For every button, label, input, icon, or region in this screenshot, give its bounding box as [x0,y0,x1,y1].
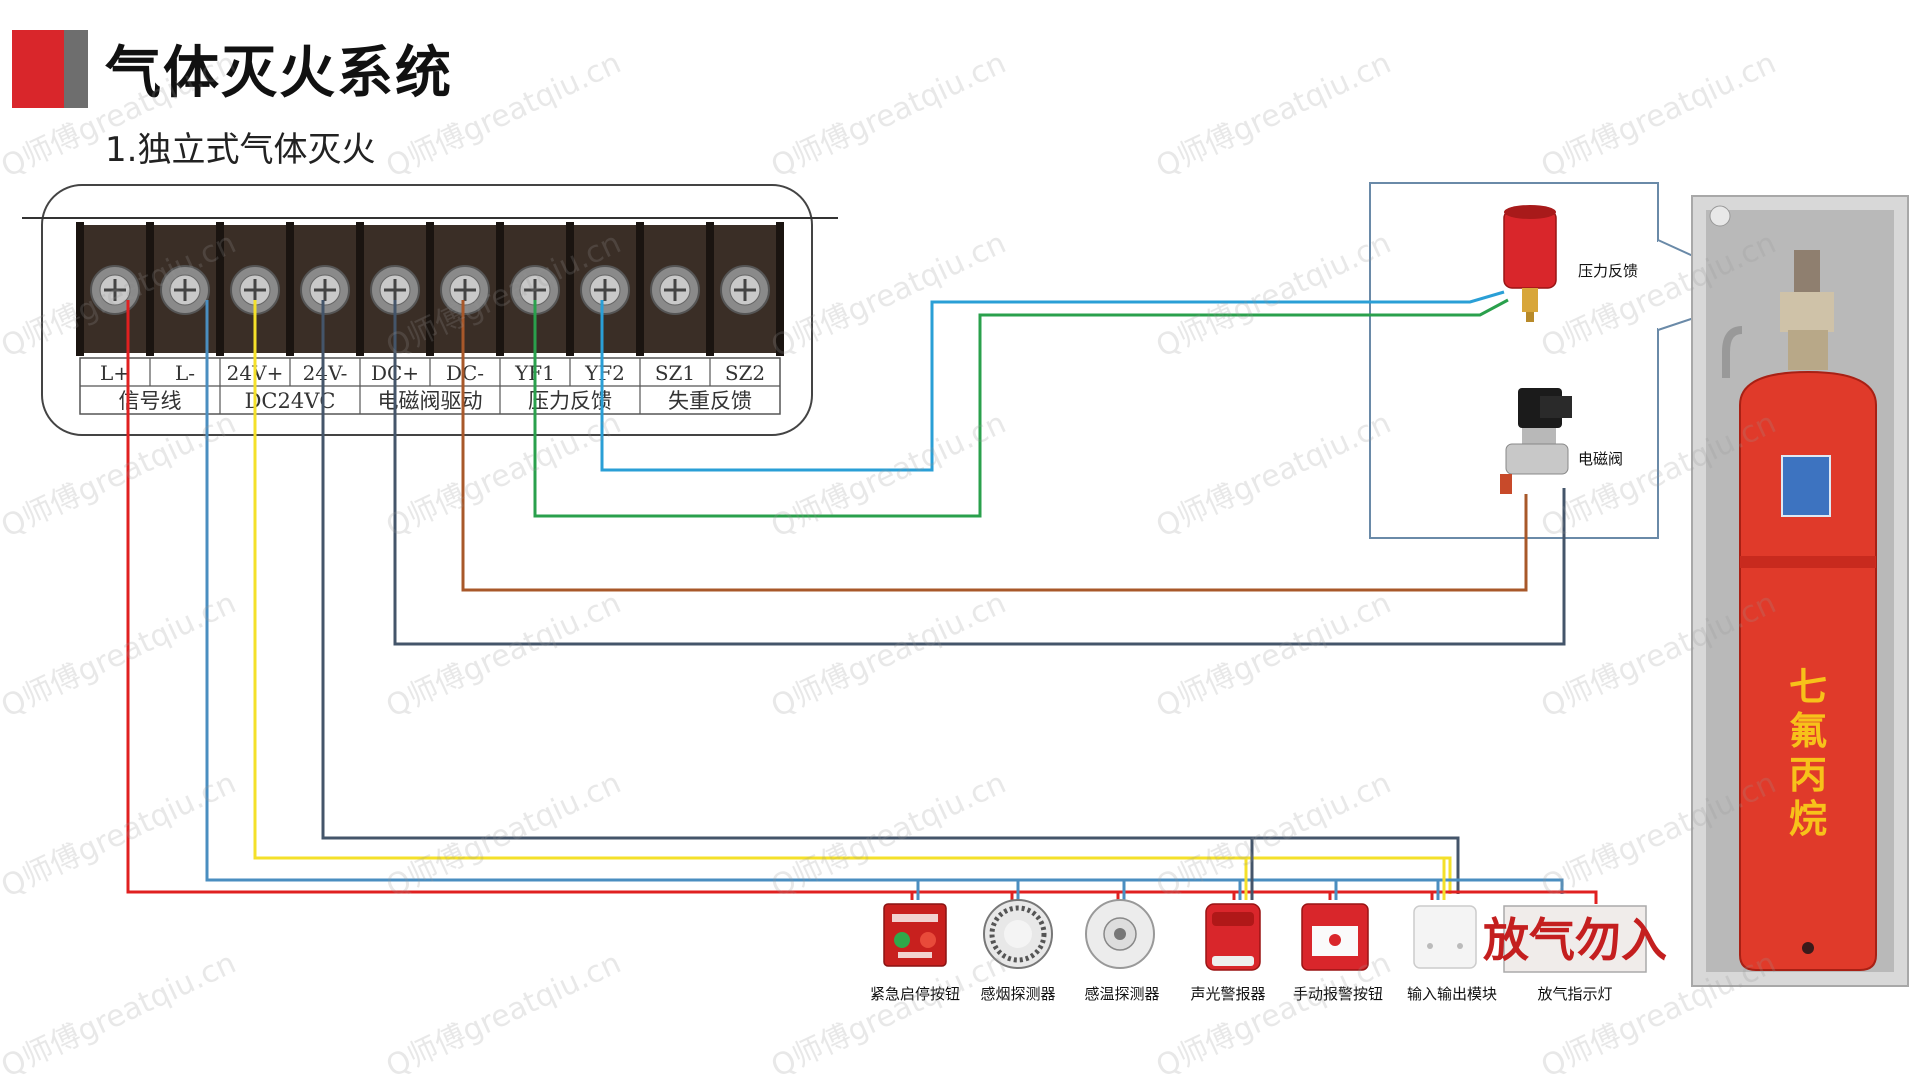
terminal-label: SZ1 [655,361,695,385]
wire-dcplus-dark [393,300,1566,646]
field-devices: 放气勿入 [883,899,1667,973]
device-label-heat-detector: 感温探测器 [1084,985,1160,1003]
wire-yf1-green [533,298,1509,518]
terminal-label: 24V- [303,361,348,385]
cylinder-agent-char: 丙 [1789,752,1827,797]
wire-24vminus-dark [321,300,1460,894]
wire-lminus-blue [205,300,1564,894]
device-label-sounder-strobe: 声光警报器 [1190,985,1266,1003]
emergency-button-icon [883,903,947,967]
indicator-lamp-text: 放气勿入 [1483,913,1667,967]
title-accent-grey [64,30,88,108]
terminal-label: SZ2 [725,361,765,385]
io-module-icon [1413,905,1477,969]
device-label-indicator-lamp: 放气指示灯 [1537,985,1613,1003]
device-label-emergency-button: 紧急启停按钮 [869,985,961,1003]
smoke-detector-icon [983,899,1053,969]
terminal-group-label: DC24VC [245,389,336,413]
device-label-smoke-detector: 感烟探测器 [980,985,1056,1003]
gas-cylinder [1739,370,1877,971]
wire-yf2-cyan [600,290,1505,472]
cylinder-agent-char: 氟 [1789,708,1827,753]
solenoid-valve-icon [1500,388,1572,494]
pressure-switch-icon [1503,205,1557,322]
cylinder-info-plate [1781,455,1831,517]
wires [126,290,1598,904]
cylinder-agent-char: 烷 [1789,796,1827,841]
terminal-label: DC- [446,361,484,385]
terminal-label: L- [175,361,195,385]
device-label-manual-call-point: 手动报警按钮 [1292,985,1384,1003]
terminal-group-label: 压力反馈 [528,389,612,413]
pressure-feedback-label: 压力反馈 [1578,262,1639,280]
terminal-label: L+ [100,361,130,385]
page-subtitle: 1.独立式气体灭火 [105,130,376,170]
wire-dcminus-brown [461,300,1528,592]
cylinder-agent-char: 七 [1789,664,1827,709]
heat-detector-icon [1085,899,1155,969]
terminal-label: YF2 [584,361,625,385]
sounder-strobe-icon [1205,903,1261,971]
title-accent-red [12,30,64,108]
terminal-group-label: 失重反馈 [668,389,752,413]
manual-call-point-icon [1301,903,1369,971]
terminal-group-label: 电磁阀驱动 [378,389,483,413]
page-title: 气体灭火系统 [105,41,453,106]
wire-24vplus-yellow [253,300,1452,894]
solenoid-valve-label: 电磁阀 [1578,450,1624,468]
wire-lplus-red [126,300,1598,904]
device-label-io-module: 输入输出模块 [1406,985,1498,1003]
release-indicator-lamp: 放气勿入 [1483,905,1667,973]
